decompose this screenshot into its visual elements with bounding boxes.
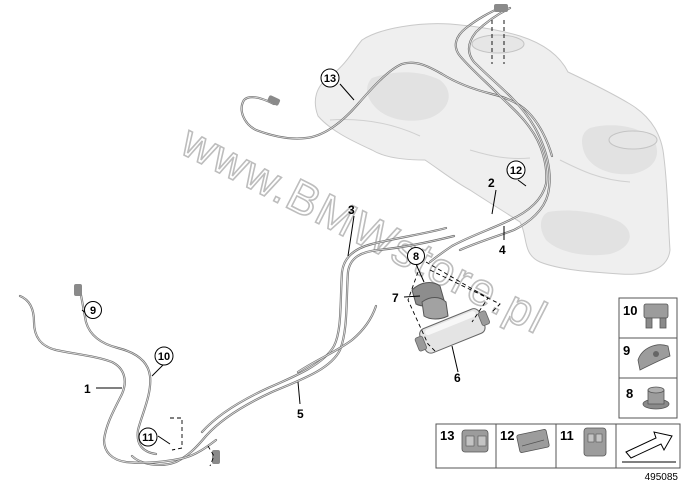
tank-flange (471, 34, 525, 54)
tank-connector (494, 4, 508, 12)
legend-number-12: 12 (500, 428, 514, 443)
callout-13-circle[interactable]: 13 (320, 68, 340, 88)
callout-7[interactable]: 7 (392, 291, 399, 305)
connector-front (212, 450, 220, 464)
callout-6[interactable]: 6 (454, 371, 461, 385)
legend-item-9[interactable]: 9 (618, 337, 678, 379)
callout-12-circle[interactable]: 12 (506, 160, 526, 180)
legend-item-10[interactable]: 10 (618, 297, 678, 339)
callout-1[interactable]: 1 (84, 382, 91, 396)
clip-12-icon (516, 429, 550, 453)
connector-9 (74, 284, 82, 296)
legend-number-13: 13 (440, 428, 454, 443)
nut-8-icon (642, 386, 670, 410)
callout-5[interactable]: 5 (297, 407, 304, 421)
fuel-filter-assembly (407, 261, 501, 354)
legend-number-9: 9 (623, 343, 630, 358)
legend-item-11[interactable]: 11 (555, 423, 617, 469)
connector-13 (267, 95, 281, 106)
leader-lines (81, 83, 527, 445)
fuel-filter (414, 308, 491, 354)
callout-10-circle[interactable]: 10 (154, 346, 174, 366)
callout-13: 13 (324, 73, 336, 85)
legend-number-8: 8 (626, 386, 633, 401)
clip-9-icon (637, 344, 671, 371)
callout-9-circle[interactable]: 9 (84, 301, 102, 319)
legend-item-arrow (615, 423, 681, 469)
callout-12: 12 (510, 165, 522, 177)
callout-11: 11 (142, 432, 154, 444)
callout-9: 9 (90, 305, 96, 317)
diagram-number: 495085 (645, 472, 679, 483)
callout-8-circle[interactable]: 8 (407, 247, 425, 265)
tank-flange-right (608, 130, 658, 150)
legend-number-10: 10 (623, 303, 637, 318)
callout-11-circle[interactable]: 11 (138, 427, 158, 447)
clip-11-icon (583, 427, 607, 457)
clip-13-icon (461, 429, 489, 453)
legend-item-13[interactable]: 13 (435, 423, 497, 469)
fuel-tank (314, 23, 671, 275)
fuel-line-1 (18, 294, 218, 464)
legend-item-12[interactable]: 12 (495, 423, 557, 469)
callout-8: 8 (413, 251, 419, 263)
clip-10-icon (643, 303, 669, 329)
callout-10: 10 (158, 351, 170, 363)
direction-arrow-icon (622, 431, 676, 463)
legend-number-11: 11 (560, 428, 574, 443)
legend-item-8[interactable]: 8 (618, 377, 678, 419)
callout-2[interactable]: 2 (488, 176, 495, 190)
fuel-lines (18, 4, 554, 466)
callout-3[interactable]: 3 (348, 203, 355, 217)
callout-4[interactable]: 4 (499, 243, 506, 257)
